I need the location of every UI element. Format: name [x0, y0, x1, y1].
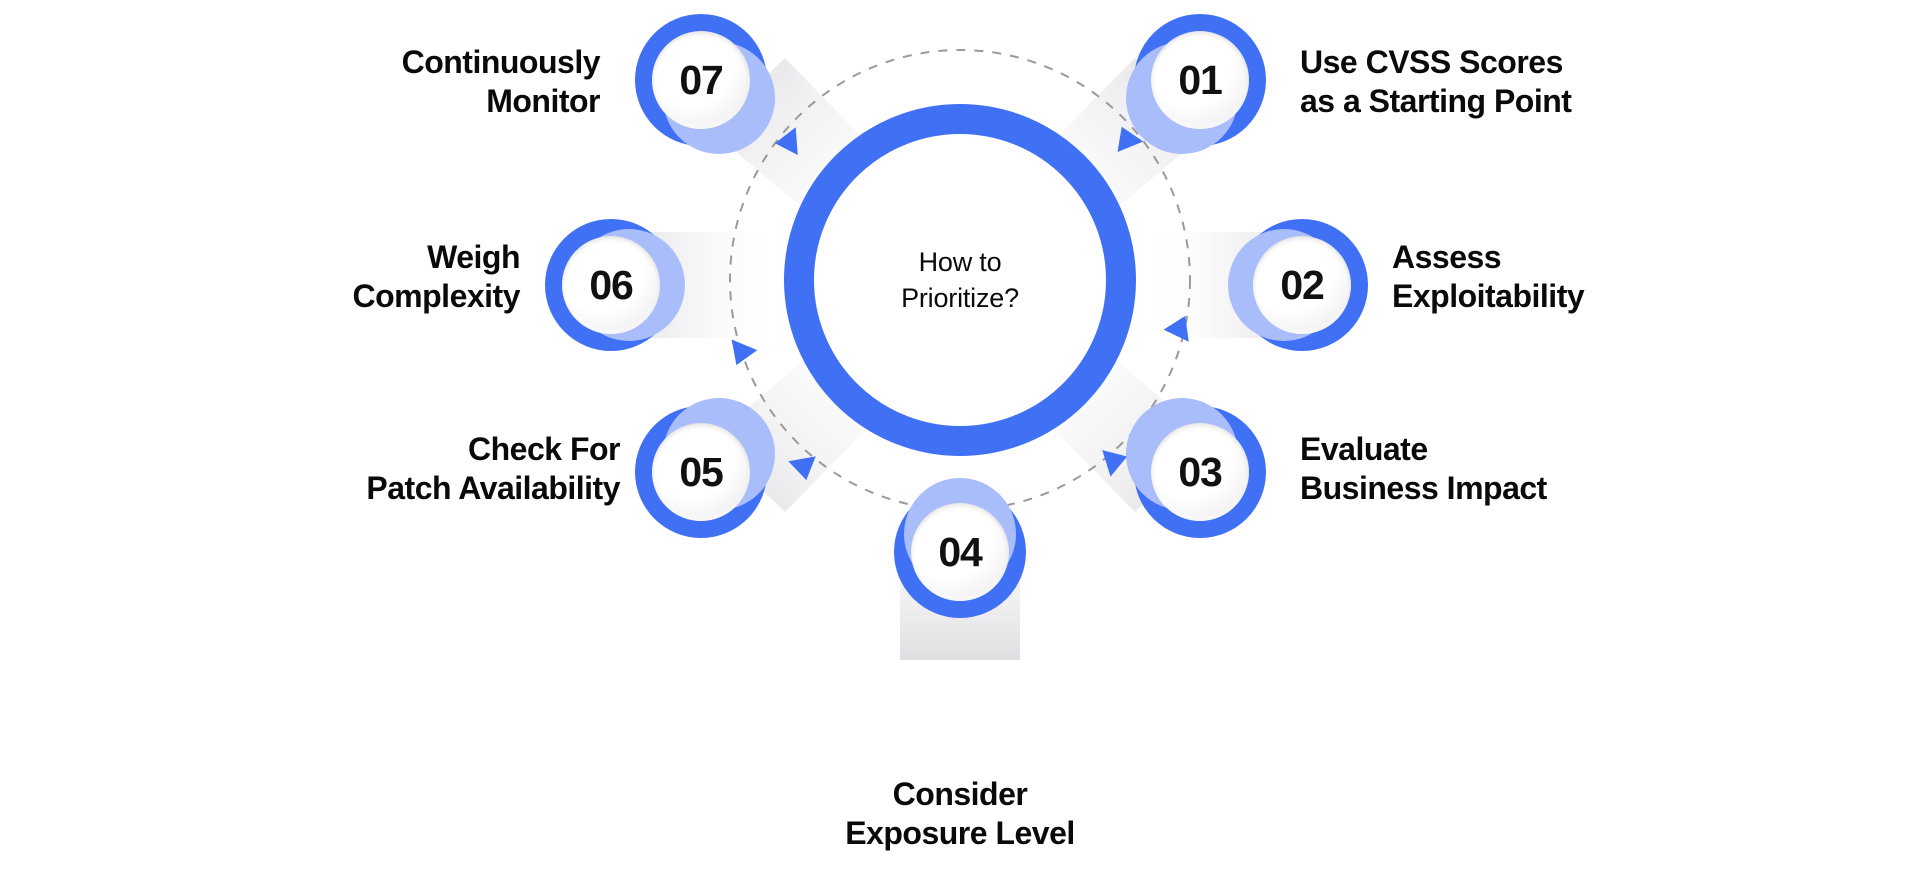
node-disc: 03 — [1151, 423, 1249, 521]
step-node-03[interactable]: 03 — [1126, 398, 1266, 538]
node-disc: 07 — [652, 31, 750, 129]
node-number-01: 01 — [1178, 56, 1222, 103]
node-number-06: 06 — [589, 261, 633, 308]
node-number-04: 04 — [938, 528, 982, 575]
step-label-04: Consider Exposure Level — [845, 776, 1075, 852]
step-node-05[interactable]: 05 — [635, 398, 775, 538]
node-number-05: 05 — [679, 448, 723, 495]
node-number-07: 07 — [679, 56, 723, 103]
step-node-04[interactable]: 04 — [894, 478, 1026, 618]
hub-title: How to Prioritize? — [901, 246, 1019, 313]
node-number-03: 03 — [1178, 448, 1222, 495]
step-label-05: Check For Patch Availability — [366, 431, 620, 507]
step-node-06[interactable]: 06 — [545, 219, 685, 351]
node-disc: 04 — [911, 503, 1009, 601]
step-node-01[interactable]: 01 — [1126, 14, 1266, 154]
node-disc: 02 — [1253, 236, 1351, 334]
step-node-07[interactable]: 07 — [635, 14, 775, 154]
node-disc: 01 — [1151, 31, 1249, 129]
node-disc: 05 — [652, 423, 750, 521]
step-label-01: Use CVSS Scores as a Starting Point — [1300, 44, 1572, 120]
step-node-02[interactable]: 02 — [1228, 219, 1368, 351]
step-label-07: Continuously Monitor — [401, 44, 601, 120]
step-label-03: Evaluate Business Impact — [1300, 431, 1547, 507]
step-label-06: Weigh Complexity — [352, 239, 521, 315]
step-label-02: Assess Exploitability — [1392, 239, 1585, 315]
node-number-02: 02 — [1280, 261, 1324, 308]
node-disc: 06 — [562, 236, 660, 334]
